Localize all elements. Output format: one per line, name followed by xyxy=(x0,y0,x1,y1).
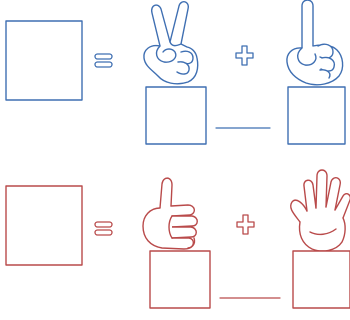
row-2-right-count-box[interactable] xyxy=(293,251,350,308)
row-1-left-count-box[interactable] xyxy=(146,87,206,144)
equation-row-1 xyxy=(6,0,345,144)
row-2-open-hand-icon xyxy=(291,170,350,251)
row-2-left-count-box[interactable] xyxy=(150,251,210,308)
row-1-equals-sign-icon xyxy=(95,54,112,67)
row-2-equals-sign-icon xyxy=(95,222,112,235)
row-1-pointing-up-hand-icon xyxy=(287,0,343,85)
row-1-answer-box[interactable] xyxy=(6,21,82,100)
row-1-plus-sign-icon xyxy=(236,46,253,65)
row-1-victory-hand-icon xyxy=(144,2,198,84)
equation-row-2 xyxy=(6,170,350,308)
row-1-right-count-box[interactable] xyxy=(288,87,345,144)
row-2-answer-box[interactable] xyxy=(6,186,82,265)
row-2-thumbs-up-hand-icon xyxy=(143,178,197,249)
row-2-plus-sign-icon xyxy=(237,215,254,234)
